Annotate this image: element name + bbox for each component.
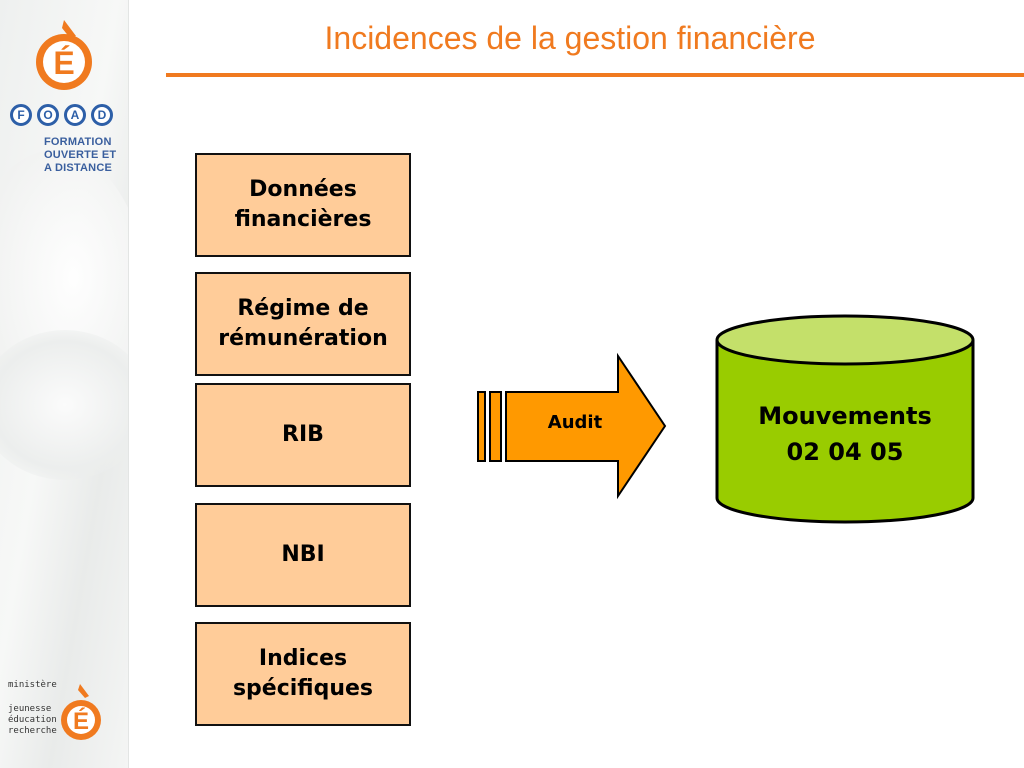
- page-title: Incidences de la gestion financière: [324, 20, 816, 56]
- logo-letter: É: [53, 45, 74, 81]
- box-rib: RIB: [195, 383, 411, 487]
- title-underline: [166, 73, 1024, 77]
- foad-letter-f: F: [10, 104, 32, 126]
- foad-letter-a: A: [64, 104, 86, 126]
- foad-text-line-2: OUVERTE ET: [44, 149, 117, 161]
- box-indices-specifiques: Indices spécifiques: [195, 622, 411, 726]
- ministry-text-line-1: ministère: [8, 680, 57, 690]
- ministry-logo-letter: É: [73, 707, 89, 735]
- database-label: Mouvements 02 04 05: [758, 402, 932, 466]
- sidebar: É F O A D FORMATION OUVERTE ET A DISTANC…: [0, 0, 129, 768]
- arrow-label-audit: Audit: [547, 412, 603, 433]
- box-nbi: NBI: [195, 503, 411, 607]
- audit-arrow: [477, 352, 667, 500]
- foad-letter-o: O: [37, 104, 59, 126]
- ministry-logo-icon: É: [61, 684, 101, 740]
- e-logo-icon: É: [36, 20, 92, 90]
- box-regime-remuneration: Régime de rémunération: [195, 272, 411, 376]
- arrow-stripe-2: [489, 391, 502, 462]
- arrow-stripe-1: [477, 391, 486, 462]
- cylinder-top: [715, 314, 975, 366]
- foad-text-line-3: A DISTANCE: [44, 162, 112, 174]
- ministry-text-line-4: recherche: [8, 726, 57, 736]
- foad-letter-d: D: [91, 104, 113, 126]
- background-mouse-image: [0, 330, 128, 480]
- ministry-text-line-3: éducation: [8, 715, 57, 725]
- arrow-body: [505, 352, 667, 500]
- box-donnees-financieres: Données financières: [195, 153, 411, 257]
- foad-text-line-1: FORMATION: [44, 136, 112, 148]
- database-cylinder: [715, 314, 975, 524]
- cylinder-body: [715, 340, 975, 524]
- ministry-text-line-2: jeunesse: [8, 704, 52, 714]
